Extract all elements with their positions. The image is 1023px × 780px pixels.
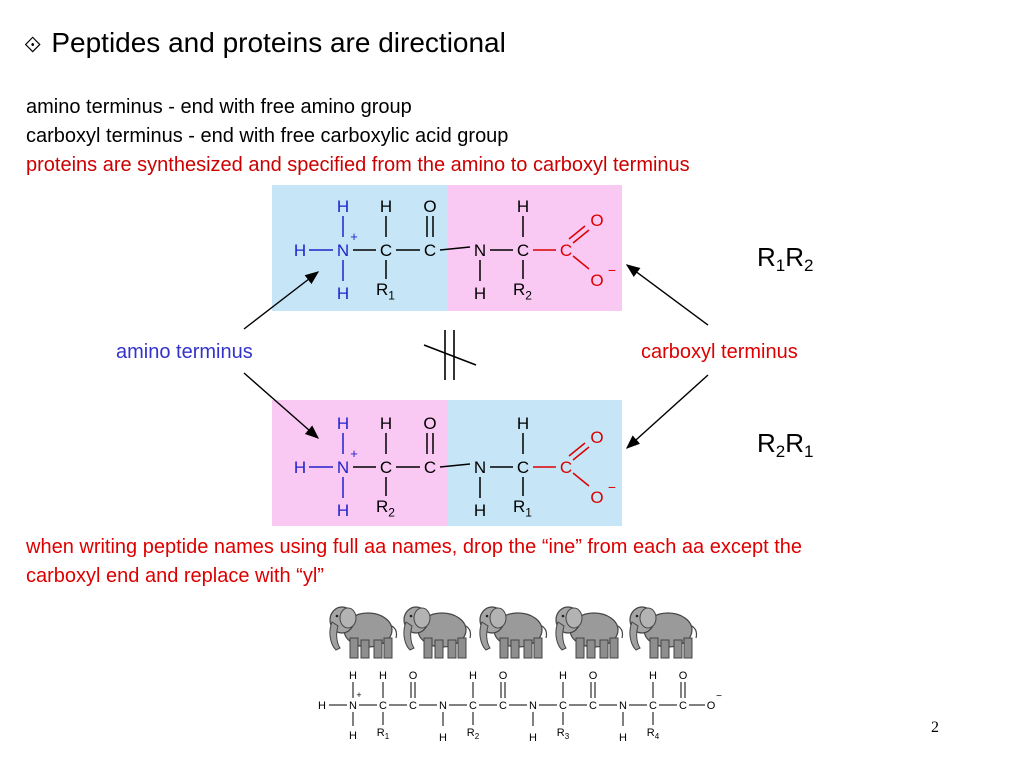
title-text: Peptides and proteins are directional	[51, 27, 506, 58]
atom-c: C	[559, 700, 567, 712]
sequence-r1r2: R1R2	[757, 242, 814, 275]
atom-n: N	[474, 458, 486, 477]
atom-h: H	[380, 414, 392, 433]
elephant-icon	[329, 606, 398, 659]
atom-h: H	[439, 732, 447, 744]
atom-n: N	[619, 700, 627, 712]
atom-o: O	[499, 670, 508, 682]
atom-h: H	[349, 670, 357, 682]
atom-h: H	[379, 670, 387, 682]
atom-h: H	[318, 700, 326, 712]
atom-h: H	[517, 414, 529, 433]
charge-plus: +	[356, 690, 361, 700]
atom-h: H	[529, 732, 537, 744]
page-number: 2	[931, 719, 939, 736]
arrow-to-bottom-carboxyl	[625, 374, 709, 449]
carboxyl-residue-box	[448, 400, 622, 526]
atom-h: H	[349, 730, 357, 742]
atom-c: C	[589, 700, 597, 712]
atom-c: C	[649, 700, 657, 712]
slide-title: ⟐ Peptides and proteins are directional	[24, 26, 506, 63]
dipeptide-r2r1-diagram: H N + H H C H C O N H C H C O O −	[272, 400, 622, 526]
atom-o: O	[423, 414, 436, 433]
charge-minus: −	[716, 691, 722, 702]
atom-c: C	[380, 241, 392, 260]
elephant-icon	[555, 606, 624, 659]
atom-c: C	[560, 458, 572, 477]
naming-rule-line2: carboxyl end and replace with “yl”	[26, 565, 324, 587]
side-chain-r3: R3	[557, 727, 570, 741]
carboxyl-residue-box	[448, 185, 622, 311]
atom-h: H	[380, 197, 392, 216]
atom-o: O	[590, 428, 603, 447]
atom-c: C	[560, 241, 572, 260]
dipeptide-r1r2-diagram: H N + H H C H C O N H C H C O	[272, 185, 622, 311]
side-chain-r2: R2	[467, 727, 480, 741]
atom-n: N	[337, 241, 349, 260]
atom-h: H	[294, 458, 306, 477]
side-chain-r2: R2	[513, 280, 532, 303]
atom-o: O	[409, 670, 418, 682]
atom-h: H	[337, 197, 349, 216]
charge-plus: +	[350, 229, 358, 244]
atom-h: H	[337, 414, 349, 433]
atom-h: H	[337, 284, 349, 303]
atom-h: H	[474, 501, 486, 520]
atom-c: C	[679, 700, 687, 712]
atom-o: O	[590, 271, 603, 290]
side-chain-r4: R4	[647, 727, 660, 741]
atom-c: C	[517, 458, 529, 477]
side-chain-r2: R2	[376, 497, 395, 520]
atom-n: N	[337, 458, 349, 477]
atom-h: H	[474, 284, 486, 303]
arrow-to-top-carboxyl	[625, 264, 709, 326]
not-equal-icon	[423, 330, 477, 380]
atom-c: C	[499, 700, 507, 712]
carboxyl-terminus-label: carboxyl terminus	[641, 341, 798, 363]
elephant-icon	[479, 606, 548, 659]
side-chain-r1: R1	[376, 280, 395, 303]
atom-o: O	[590, 488, 603, 507]
atom-n: N	[439, 700, 447, 712]
elephant-icon	[629, 606, 698, 659]
atom-n: N	[474, 241, 486, 260]
atom-c: C	[379, 700, 387, 712]
atom-c: C	[409, 700, 417, 712]
atom-h: H	[559, 670, 567, 682]
atom-h: H	[649, 670, 657, 682]
atom-o: O	[679, 670, 688, 682]
naming-rule-line1: when writing peptide names using full aa…	[26, 536, 802, 558]
atom-h: H	[469, 670, 477, 682]
atom-h: H	[517, 197, 529, 216]
atom-n: N	[529, 700, 537, 712]
charge-minus: −	[608, 262, 616, 278]
diamond-bullet-icon: ⟐	[24, 33, 42, 58]
atom-h: H	[619, 732, 627, 744]
elephant-row	[329, 606, 698, 659]
atom-o: O	[590, 211, 603, 230]
elephant-icon	[403, 606, 472, 659]
synthesis-direction-note: proteins are synthesized and specified f…	[26, 154, 690, 176]
atom-c: C	[380, 458, 392, 477]
atom-c: C	[424, 458, 436, 477]
amino-terminus-label: amino terminus	[116, 341, 253, 363]
charge-plus: +	[350, 446, 358, 461]
atom-h: H	[337, 501, 349, 520]
atom-n: N	[349, 700, 357, 712]
charge-minus: −	[608, 479, 616, 495]
atom-o: O	[589, 670, 598, 682]
atom-c: C	[517, 241, 529, 260]
side-chain-r1: R1	[513, 497, 532, 520]
atom-o: O	[423, 197, 436, 216]
carboxyl-terminus-definition: carboxyl terminus - end with free carbox…	[26, 125, 509, 147]
side-chain-r1: R1	[377, 727, 390, 741]
sequence-r2r1: R2R1	[757, 428, 814, 461]
amino-terminus-definition: amino terminus - end with free amino gro…	[26, 96, 412, 118]
atom-h: H	[294, 241, 306, 260]
atom-o: O	[707, 700, 716, 712]
atom-c: C	[469, 700, 477, 712]
atom-c: C	[424, 241, 436, 260]
